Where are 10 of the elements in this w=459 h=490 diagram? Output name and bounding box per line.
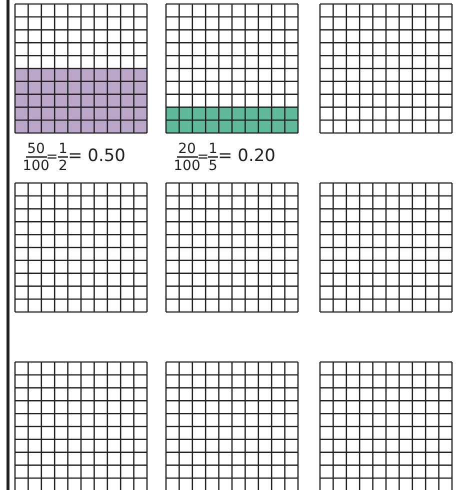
denominator: 100 [22, 159, 50, 173]
decimal-value: = 0.50 [68, 148, 126, 165]
numerator: 1 [208, 142, 218, 156]
denominator: 5 [208, 159, 218, 173]
denominator: 100 [174, 159, 200, 173]
numerator: 1 [58, 142, 68, 156]
numerator: 20 [178, 142, 196, 156]
denominator: 2 [58, 159, 68, 173]
decimal-value: = 0.20 [218, 148, 276, 165]
numerator: 50 [27, 142, 45, 156]
